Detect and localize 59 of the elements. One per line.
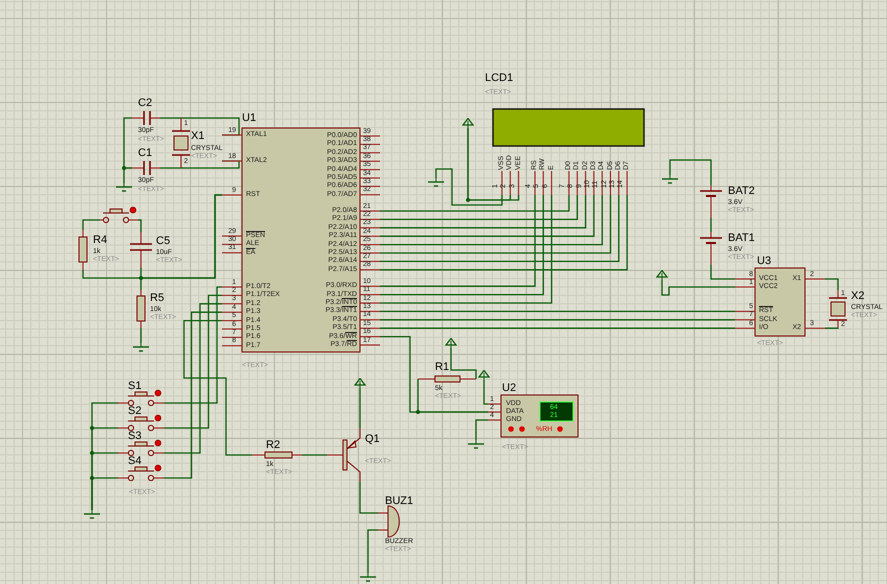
wire — [825, 278, 839, 290]
component-reference: C1 — [138, 148, 152, 159]
wire — [435, 168, 503, 206]
component-reference: U2 — [502, 383, 516, 394]
wire — [380, 195, 595, 237]
wire — [467, 128, 520, 201]
wire — [661, 280, 735, 296]
wire — [302, 454, 327, 456]
wire — [475, 419, 488, 440]
wire — [380, 195, 570, 212]
component-reference: S1 — [128, 381, 142, 392]
wire — [138, 219, 142, 232]
wire — [359, 482, 378, 514]
component-reference: R5 — [150, 293, 164, 304]
wire — [380, 195, 603, 246]
wire — [710, 265, 735, 280]
wire — [380, 195, 586, 228]
component-reference: LCD1 — [485, 73, 514, 84]
wire — [669, 159, 712, 185]
component-reference: R1 — [435, 362, 450, 373]
wire — [164, 303, 222, 454]
component-reference: X2 — [851, 291, 864, 302]
component-reference: Q1 — [365, 434, 380, 445]
component-reference: S3 — [128, 431, 142, 442]
wire — [380, 195, 612, 254]
wire — [164, 286, 222, 404]
wire — [417, 379, 488, 413]
component-reference: S2 — [128, 406, 142, 417]
component-reference: C2 — [138, 98, 152, 109]
component-reference: C5 — [156, 236, 170, 247]
component-reference: U1 — [242, 113, 256, 124]
component-reference: X1 — [191, 131, 204, 142]
wire — [450, 348, 477, 379]
wire — [123, 167, 132, 183]
wire — [160, 167, 181, 169]
wire — [710, 218, 712, 232]
wire — [367, 529, 378, 573]
component-reference: S4 — [128, 456, 142, 467]
wire — [91, 477, 118, 510]
component-reference: R2 — [266, 440, 280, 451]
wire — [123, 117, 132, 169]
wire — [380, 319, 735, 320]
wire — [825, 327, 839, 329]
wire — [140, 328, 142, 343]
wire — [380, 328, 735, 329]
component-reference: BAT2 — [728, 186, 755, 197]
wire — [359, 388, 361, 428]
wire — [164, 294, 222, 429]
component-reference: BAT1 — [728, 233, 755, 244]
wire — [183, 320, 252, 456]
component-reference: U3 — [757, 256, 772, 267]
wire — [380, 195, 578, 220]
wire — [483, 380, 488, 405]
wire — [82, 219, 100, 230]
wire — [160, 117, 181, 119]
component-reference: R4 — [93, 235, 108, 246]
wire — [164, 312, 222, 479]
wire — [380, 310, 735, 312]
component-reference: BUZ1 — [385, 496, 414, 507]
